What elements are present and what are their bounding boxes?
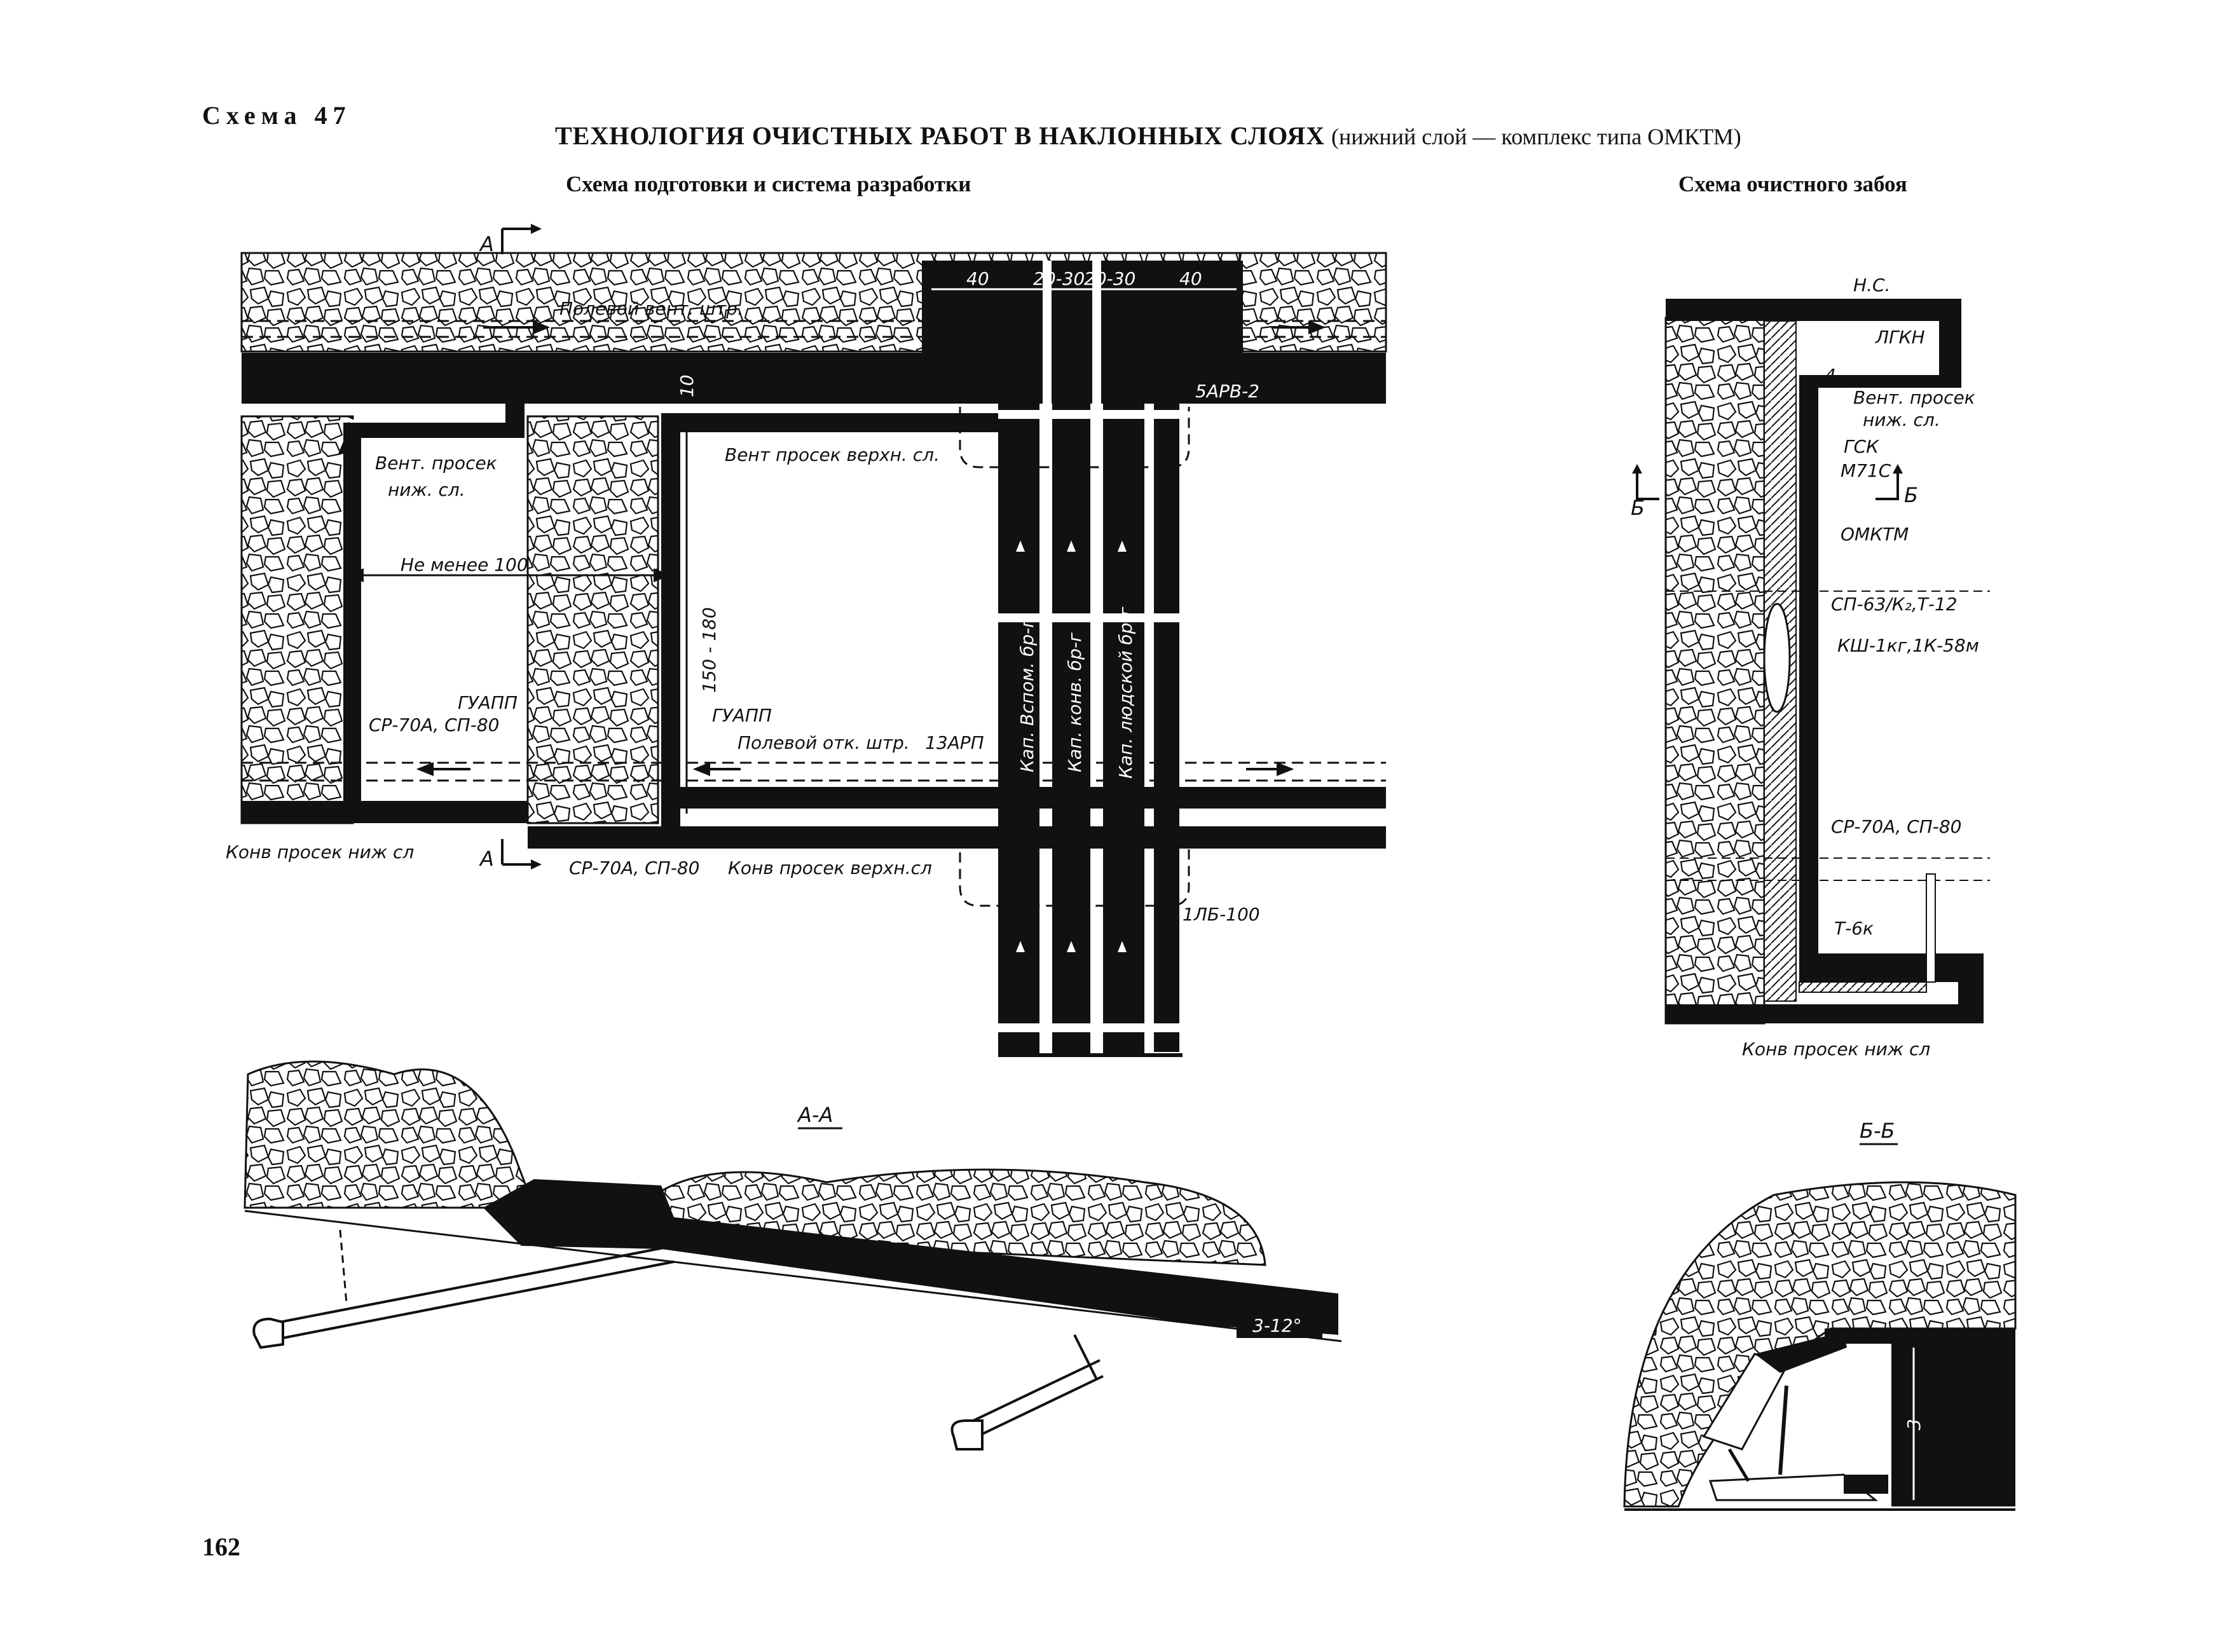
label-13arp: 13АРП — [925, 732, 984, 753]
label-gsk: ГСК — [1844, 436, 1879, 457]
cap-aux-incline — [998, 261, 1039, 1055]
face-scheme: Н.С. ЛГКН 4 Вент. просек ниж. сл. ГСК М7… — [1631, 275, 1990, 1060]
dim-40-left: 40 — [966, 268, 989, 289]
rock-left — [240, 415, 354, 824]
cap-conv-incline — [1052, 261, 1090, 1055]
label-field-vent-drift: Полевой вент. штр. — [559, 298, 743, 319]
label-dim-4: 4 — [1825, 365, 1836, 386]
label-guapp-left: ГУАПП — [458, 692, 518, 713]
conv-crosscut-upper-band — [528, 826, 1386, 849]
dim-40-right: 40 — [1179, 268, 1202, 289]
plan-dimensions: 40 20-30 20-30 40 — [931, 268, 1237, 290]
rock-middle — [526, 415, 659, 824]
label-ns: Н.С. — [1853, 275, 1890, 296]
aa-rock-left — [243, 1060, 536, 1209]
label-face-conv-crosscut: Конв просек ниж сл — [1742, 1039, 1930, 1060]
label-cap-conv-incline: Кап. конв. бр-г — [1064, 632, 1085, 772]
label-vent-crosscut-upper: Вент просек верхн. сл. — [725, 444, 940, 465]
rock-top-right — [1238, 252, 1387, 353]
label-sp63: СП-63/К₂,Т-12 — [1831, 594, 1958, 615]
section-bb-title: Б-Б — [1860, 1119, 1895, 1143]
label-t6k: Т-6к — [1834, 918, 1874, 939]
label-sr70-left: СР-70А, СП-80 — [369, 714, 499, 735]
page-title: ТЕХНОЛОГИЯ ОЧИСТНЫХ РАБОТ В НАКЛОННЫХ СЛ… — [555, 121, 1741, 151]
face-rock — [1664, 317, 1766, 1025]
label-omktm: ОМКТМ — [1841, 524, 1909, 545]
label-face-vent-crosscut-2: ниж. сл. — [1863, 409, 1940, 430]
label-5arv-2: 5АРВ-2 — [1195, 381, 1259, 402]
title-main: ТЕХНОЛОГИЯ ОЧИСТНЫХ РАБОТ В НАКЛОННЫХ СЛ… — [555, 121, 1326, 150]
bb-dim-label: 3 — [1903, 1419, 1924, 1430]
dim-20-30-b: 20-30 — [1084, 268, 1135, 289]
section-aa-title: А-А — [797, 1103, 833, 1127]
section-mark-b-right: Б — [1904, 483, 1918, 507]
label-min-distance: Не менее 100 — [401, 554, 528, 575]
label-face-vent-crosscut: Вент. просек — [1853, 387, 1975, 408]
dim-20-30-a: 20-30 — [1033, 268, 1085, 289]
label-guapp-center: ГУАПП — [712, 705, 772, 726]
label-m71s: М71С — [1841, 460, 1891, 481]
label-cap-people-incline: Кап. людской бр-г — [1115, 606, 1136, 779]
label-1lb-100: 1ЛБ-100 — [1183, 904, 1260, 925]
aa-seam — [483, 1179, 1338, 1335]
vent-crosscut-band — [242, 353, 1386, 404]
label-cap-aux-incline: Кап. Вспом. бр-г — [1017, 618, 1038, 772]
page-number: 162 — [202, 1533, 240, 1561]
label-dist-10: 10 — [676, 374, 697, 397]
label-conv-crosscut-lower: Конв просек ниж сл — [226, 842, 414, 863]
section-aa: А-А 3-12° — [243, 1060, 1342, 1451]
label-field-haul-drift: Полевой отк. штр. — [737, 732, 910, 753]
plan-view: 40 20-30 20-30 40 А А Полевой вент. штр.… — [226, 224, 1387, 1057]
section-mark-b-left: Б — [1631, 496, 1645, 520]
scheme-number: Схема 47 — [202, 101, 352, 130]
label-dist-150-180: 150 - 180 — [699, 607, 720, 693]
subtitle-plan: Схема подготовки и система разработки — [566, 172, 971, 196]
label-vent-crosscut-lower: Вент. просек — [375, 453, 497, 474]
aa-angle-label: 3-12° — [1252, 1315, 1302, 1336]
conv-crosscut-lower-band — [242, 801, 528, 823]
label-ksh: КШ-1кг,1К-58м — [1837, 635, 1979, 656]
cap-people-incline — [1103, 261, 1144, 1055]
section-mark-a-bottom: А — [479, 847, 494, 871]
section-bb: Б-Б 3 — [1623, 1119, 2017, 1511]
label-conv-crosscut-upper: Конв просек верхн.сл — [728, 857, 932, 878]
label-sr70-center: СР-70А, СП-80 — [569, 857, 699, 878]
label-face-sr70: СР-70А, СП-80 — [1831, 816, 1961, 837]
subtitle-face: Схема очистного забоя — [1678, 172, 1907, 196]
label-vent-crosscut-lower-2: ниж. сл. — [388, 479, 465, 500]
section-mark-a-top: А — [479, 232, 494, 256]
title-note: (нижний слой — комплекс типа ОМКТМ) — [1331, 124, 1741, 149]
label-lgkn: ЛГКН — [1875, 327, 1925, 348]
